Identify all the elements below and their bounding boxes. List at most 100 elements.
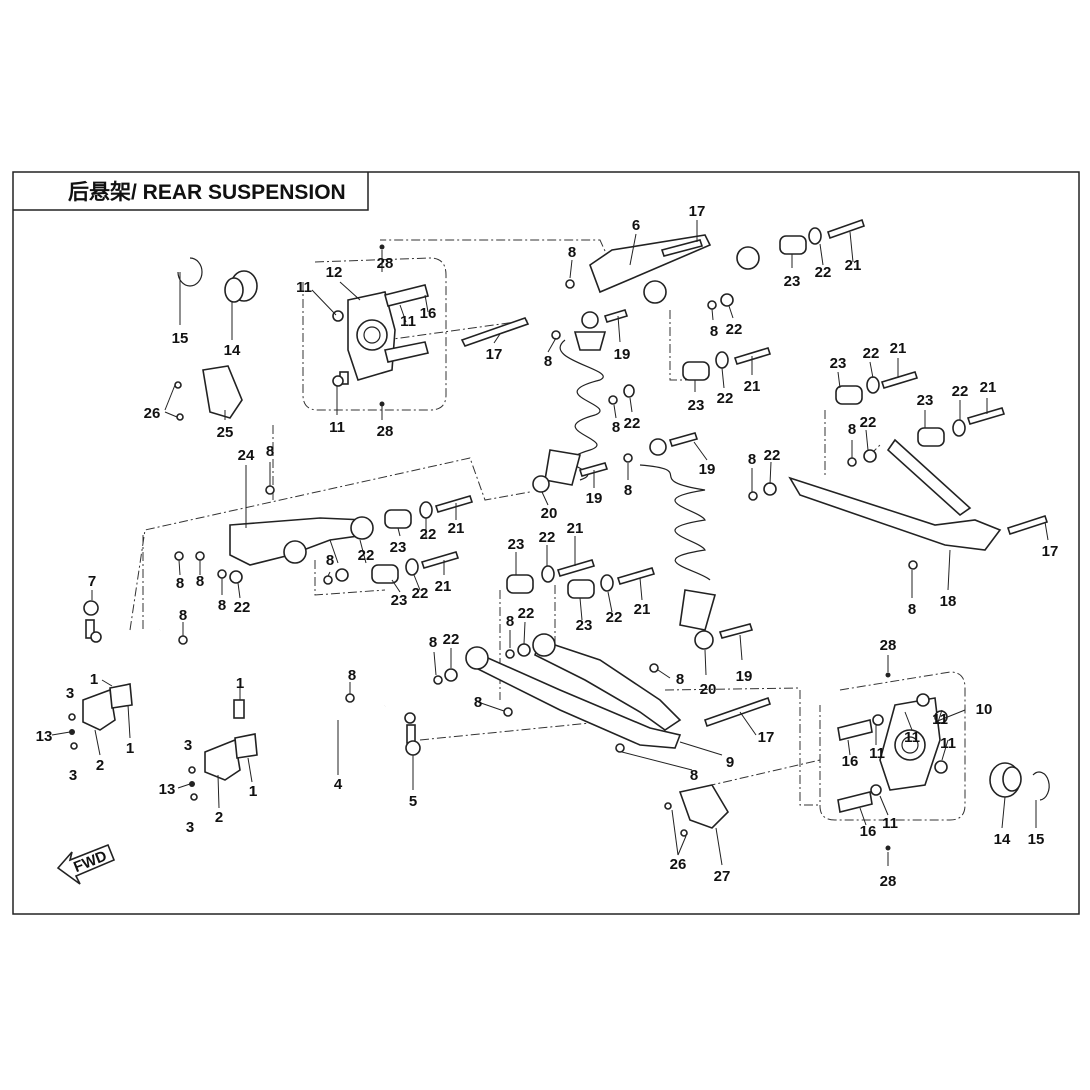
callout: 22 xyxy=(624,415,641,432)
snap-ring-left xyxy=(177,257,203,287)
callout: 7 xyxy=(88,573,96,590)
callout: 11 xyxy=(296,279,312,296)
fwd-arrow-icon: FWD xyxy=(56,843,116,885)
right-upper-arm xyxy=(748,371,1049,570)
callout: 16 xyxy=(860,823,877,840)
callout: 17 xyxy=(1042,543,1059,560)
callout: 9 xyxy=(726,754,734,771)
callout: 8 xyxy=(676,671,684,688)
callout: 21 xyxy=(448,520,465,537)
callout: 1 xyxy=(249,783,257,800)
diagram-title: 后悬架/ REAR SUSPENSION xyxy=(68,181,346,204)
callout: 28 xyxy=(377,423,394,440)
callout: 21 xyxy=(845,257,862,274)
callout: 8 xyxy=(848,421,856,438)
callout: 22 xyxy=(606,609,623,626)
callout: 21 xyxy=(435,578,452,595)
callout: 15 xyxy=(1028,831,1045,848)
callout: 21 xyxy=(567,520,584,537)
callout: 8 xyxy=(429,634,437,651)
callout: 21 xyxy=(890,340,907,357)
callout: 8 xyxy=(568,244,576,261)
callout: 22 xyxy=(863,345,880,362)
callout: 26 xyxy=(670,856,687,873)
callout: 21 xyxy=(744,378,761,395)
callout: 19 xyxy=(586,490,603,507)
callout: 8 xyxy=(544,353,552,370)
callout: 8 xyxy=(266,443,274,460)
callout: 23 xyxy=(390,539,407,556)
callout: 23 xyxy=(508,536,525,553)
lower-a-arm xyxy=(433,559,772,753)
callout: 17 xyxy=(689,203,706,220)
callout: 15 xyxy=(172,330,189,347)
upper-arm-group xyxy=(460,218,866,381)
callout: 8 xyxy=(474,694,482,711)
callout: 24 xyxy=(238,447,255,464)
shock-absorber-left xyxy=(532,309,635,493)
callout: 8 xyxy=(506,613,514,630)
callout: 5 xyxy=(409,793,417,810)
callout: 6 xyxy=(632,217,640,234)
callout: 21 xyxy=(634,601,651,618)
callout: 28 xyxy=(880,637,897,654)
callout: 27 xyxy=(714,868,731,885)
fwd-label: FWD xyxy=(71,847,109,876)
callout: 1 xyxy=(90,671,98,688)
callout: 22 xyxy=(443,631,460,648)
callout: 17 xyxy=(486,346,503,363)
callout: 11 xyxy=(932,711,948,728)
callout: 28 xyxy=(377,255,394,272)
callout: 23 xyxy=(688,397,705,414)
callout: 14 xyxy=(994,831,1011,848)
callout: 3 xyxy=(184,737,192,754)
callout: 11 xyxy=(904,729,920,746)
callout: 22 xyxy=(815,264,832,281)
callout: 19 xyxy=(614,346,631,363)
callout: 22 xyxy=(358,547,375,564)
callout: 8 xyxy=(196,573,204,590)
title-box xyxy=(13,172,369,211)
callout: 22 xyxy=(420,526,437,543)
callout: 4 xyxy=(334,776,343,793)
callout: 16 xyxy=(842,753,859,770)
callout: 8 xyxy=(710,323,718,340)
callout: 1 xyxy=(249,783,257,800)
callout: 8 xyxy=(748,451,756,468)
leader-lines xyxy=(51,220,1049,866)
callout: 16 xyxy=(420,305,437,322)
callout: 19 xyxy=(736,668,753,685)
callout: 12 xyxy=(326,264,343,281)
callout: 8 xyxy=(326,552,334,569)
callout: 3 xyxy=(69,767,77,784)
callout: 11 xyxy=(400,313,416,330)
callout: 8 xyxy=(218,597,226,614)
callout: 22 xyxy=(234,599,251,616)
callout: 13 xyxy=(36,728,53,745)
callout: 8 xyxy=(176,575,184,592)
callout: 22 xyxy=(952,383,969,400)
callout: 25 xyxy=(217,424,234,441)
callout: 8 xyxy=(179,607,187,624)
callout: 21 xyxy=(980,379,997,396)
right-knuckle-group xyxy=(664,672,1050,851)
shock-absorber-right xyxy=(623,432,754,650)
left-lower-arm xyxy=(174,485,474,585)
callout: 26 xyxy=(144,405,161,422)
callout: 10 xyxy=(976,701,993,718)
callout: 23 xyxy=(830,355,847,372)
left-knuckle-group xyxy=(174,244,429,421)
callout: 20 xyxy=(700,681,717,698)
callout: 14 xyxy=(224,342,241,359)
callout: 11 xyxy=(882,815,898,832)
guard-left xyxy=(202,365,243,419)
callout: 2 xyxy=(96,757,104,774)
callout: 13 xyxy=(159,781,176,798)
callout: 8 xyxy=(624,482,632,499)
callout: 17 xyxy=(758,729,775,746)
guard-right xyxy=(678,784,730,829)
callout: 23 xyxy=(784,273,801,290)
callout: 22 xyxy=(860,414,877,431)
callout: 3 xyxy=(186,819,194,836)
